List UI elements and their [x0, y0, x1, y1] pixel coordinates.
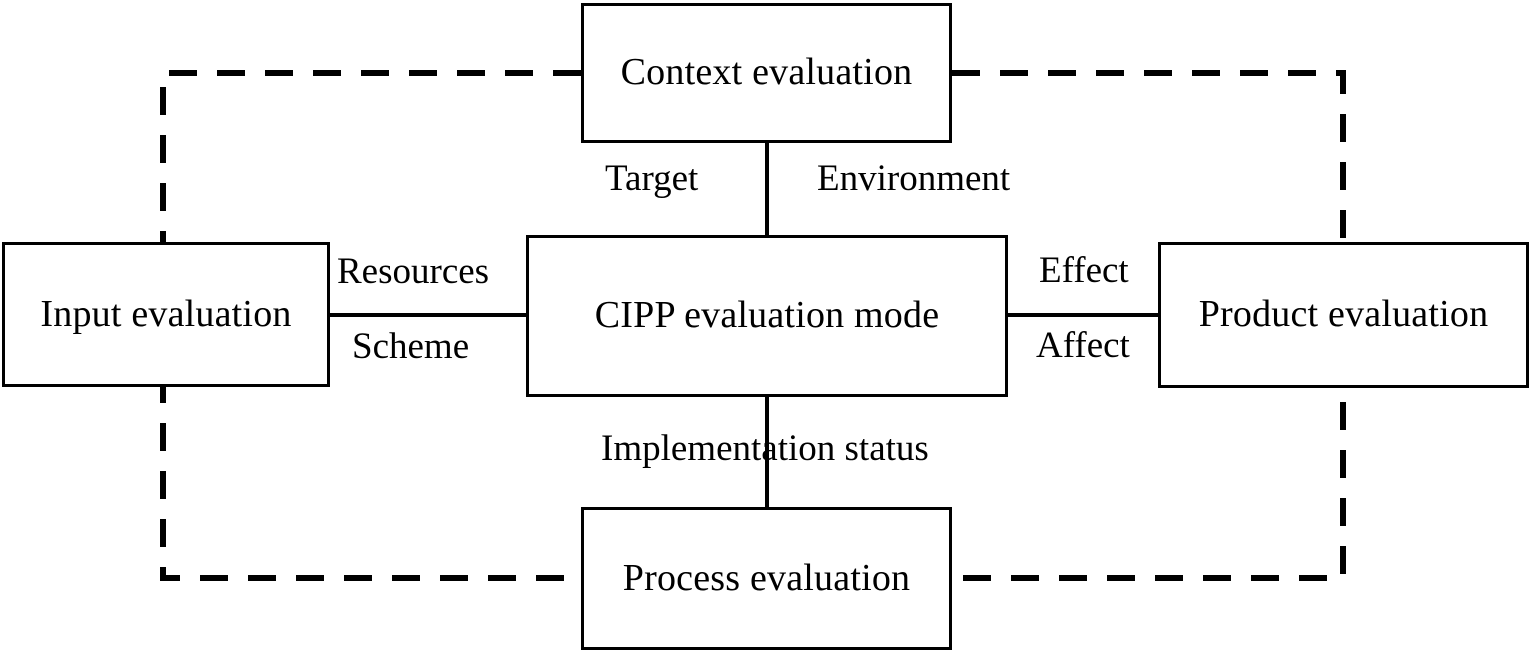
dashed-connector-left	[160, 70, 581, 581]
node-input-evaluation-label: Input evaluation	[40, 292, 292, 335]
node-context-evaluation[interactable]: Context evaluation	[581, 3, 952, 143]
node-process-evaluation[interactable]: Process evaluation	[581, 507, 952, 650]
edge-label-environment: Environment	[817, 158, 1011, 199]
node-process-evaluation-label: Process evaluation	[622, 556, 911, 599]
edge-label-target: Target	[605, 158, 699, 199]
edge-label-implementation-status: Implementation status	[601, 428, 929, 469]
edge-label-affect: Affect	[1036, 325, 1130, 366]
node-cipp-evaluation-mode-label: CIPP evaluation mode	[594, 294, 940, 337]
edge-label-scheme: Scheme	[352, 326, 470, 367]
edge-label-effect: Effect	[1039, 250, 1129, 291]
node-product-evaluation-label: Product evaluation	[1198, 293, 1489, 336]
edge-label-resources: Resources	[337, 251, 490, 292]
node-input-evaluation[interactable]: Input evaluation	[2, 242, 330, 387]
node-product-evaluation[interactable]: Product evaluation	[1158, 242, 1529, 388]
node-cipp-evaluation-mode[interactable]: CIPP evaluation mode	[526, 235, 1008, 397]
node-context-evaluation-label: Context evaluation	[620, 51, 913, 94]
